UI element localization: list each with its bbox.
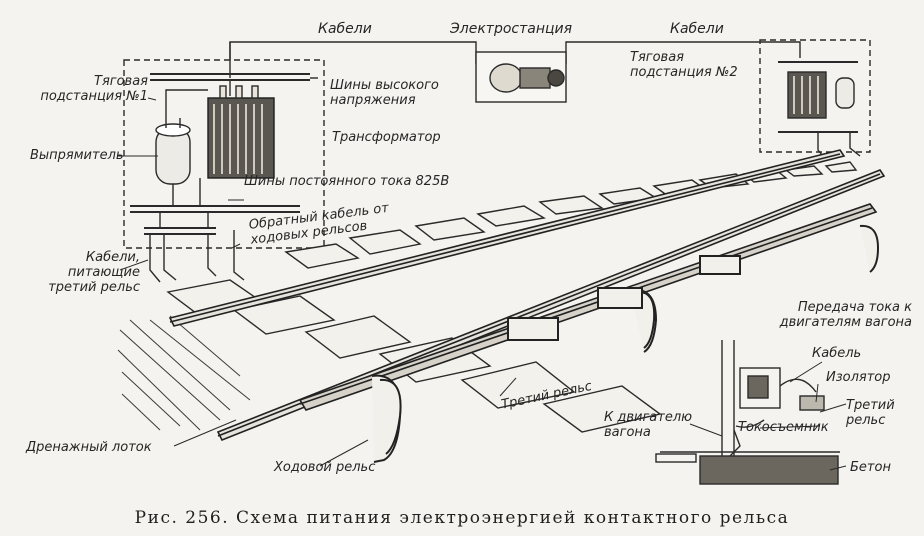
transformer-2 (778, 61, 861, 161)
label-cable-inset: Кабель (812, 346, 862, 361)
label-hv-buses: Шины высокого напряжения (330, 78, 439, 108)
label-current-collector: Токосъемник (738, 420, 829, 435)
power-station (475, 51, 567, 103)
label-current-transfer: Передача тока к двигателям вагона (779, 300, 912, 330)
label-third-rail-inset: Третий рельс (846, 398, 895, 428)
label-substation-1: Тяговая подстанция №1 (40, 74, 148, 104)
label-running-rail: Ходовой рельс (274, 460, 376, 475)
third-rail-brackets (371, 224, 880, 463)
label-feeder-cables: Кабели, питающие третий рельс (48, 250, 140, 295)
label-insulator: Изолятор (826, 370, 891, 385)
dc-buses (130, 178, 300, 235)
figure-caption: Рис. 256. Схема питания электроэнергией … (134, 508, 790, 528)
label-cables-right: Кабели (670, 21, 724, 37)
label-concrete: Бетон (850, 460, 891, 475)
label-cables-left: Кабели (318, 21, 372, 37)
label-to-motor: К двигателю вагона (604, 410, 693, 440)
label-power-station: Электростанция (450, 21, 573, 37)
label-rectifier: Выпрямитель (30, 148, 124, 163)
leader-lines (118, 97, 847, 471)
transformer-1 (207, 85, 275, 179)
inset-detail (655, 340, 840, 485)
label-substation-2: Тяговая подстанция №2 (630, 50, 738, 80)
substation-2-enclosure (759, 39, 871, 153)
substation-1-enclosure (123, 59, 325, 249)
feeder-cables (149, 230, 245, 283)
hv-buses (150, 73, 318, 96)
label-dc-buses: Шины постоянного тока 825В (244, 174, 450, 189)
label-transformer: Трансформатор (332, 130, 441, 145)
label-drain-tray: Дренажный лоток (26, 440, 152, 455)
ballast-left (117, 315, 251, 431)
rectifier-1 (155, 89, 208, 185)
